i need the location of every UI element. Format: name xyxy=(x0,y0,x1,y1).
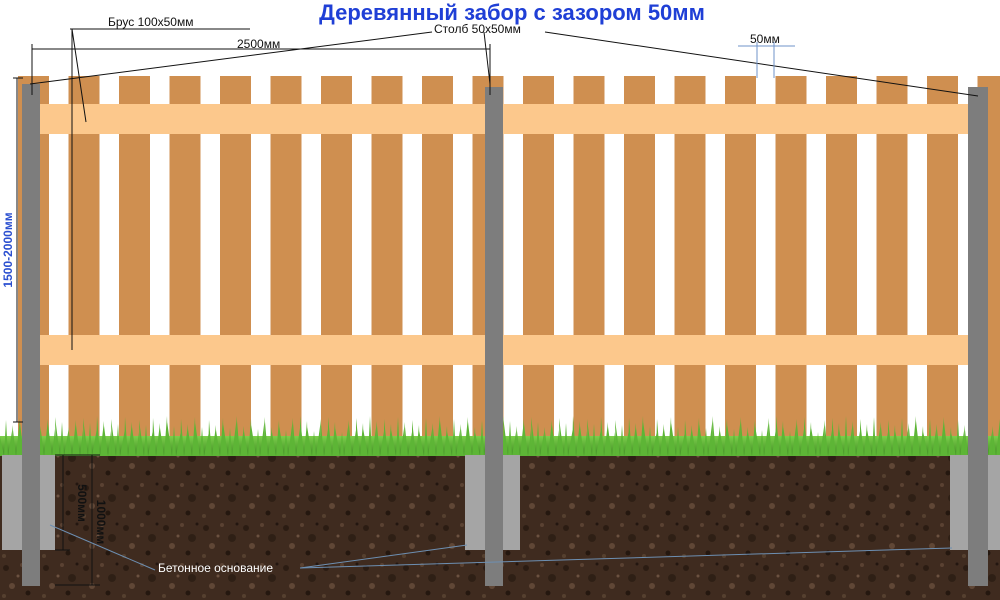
concrete-depth-label: 500мм xyxy=(75,484,89,522)
picket xyxy=(422,76,453,448)
gap-label: 50мм xyxy=(750,32,780,46)
picket xyxy=(270,76,302,448)
picket xyxy=(119,76,150,448)
picket xyxy=(321,76,352,448)
picket xyxy=(624,76,655,448)
picket xyxy=(876,76,908,448)
fence-posts xyxy=(22,84,988,586)
picket xyxy=(775,76,807,448)
beam-label: Брус 100х50мм xyxy=(108,15,193,29)
post xyxy=(485,87,503,586)
beam-leader xyxy=(71,28,87,123)
post-leader xyxy=(29,31,433,85)
picket xyxy=(220,76,251,448)
picket xyxy=(573,76,605,448)
dimension-lines xyxy=(13,28,979,586)
picket xyxy=(826,76,857,448)
foundation-label: Бетонное основание xyxy=(158,561,273,575)
picket xyxy=(371,76,403,448)
span-label: 2500мм xyxy=(237,37,280,51)
bottom-rail xyxy=(40,335,968,365)
fence-pickets xyxy=(18,76,1000,448)
grass-blades xyxy=(0,416,1000,456)
foundation-leader xyxy=(299,547,953,569)
picket xyxy=(169,76,201,448)
top-rail xyxy=(40,104,968,134)
picket xyxy=(68,76,100,448)
picket xyxy=(927,76,958,448)
foundation-leader xyxy=(49,524,156,571)
post-leader xyxy=(544,31,979,97)
post xyxy=(22,84,40,586)
post-leader xyxy=(483,31,491,85)
post-label: Столб 50х50мм xyxy=(434,22,521,36)
post xyxy=(968,87,988,586)
picket xyxy=(725,76,756,448)
picket xyxy=(523,76,554,448)
picket xyxy=(674,76,706,448)
diagram-title: Деревянный забор с зазором 50мм xyxy=(319,0,705,25)
post-depth-label: 1000мм xyxy=(94,500,108,545)
height-label: 1500-2000мм xyxy=(1,212,15,287)
fence-rails xyxy=(40,104,968,365)
foundation-leader xyxy=(299,544,468,569)
